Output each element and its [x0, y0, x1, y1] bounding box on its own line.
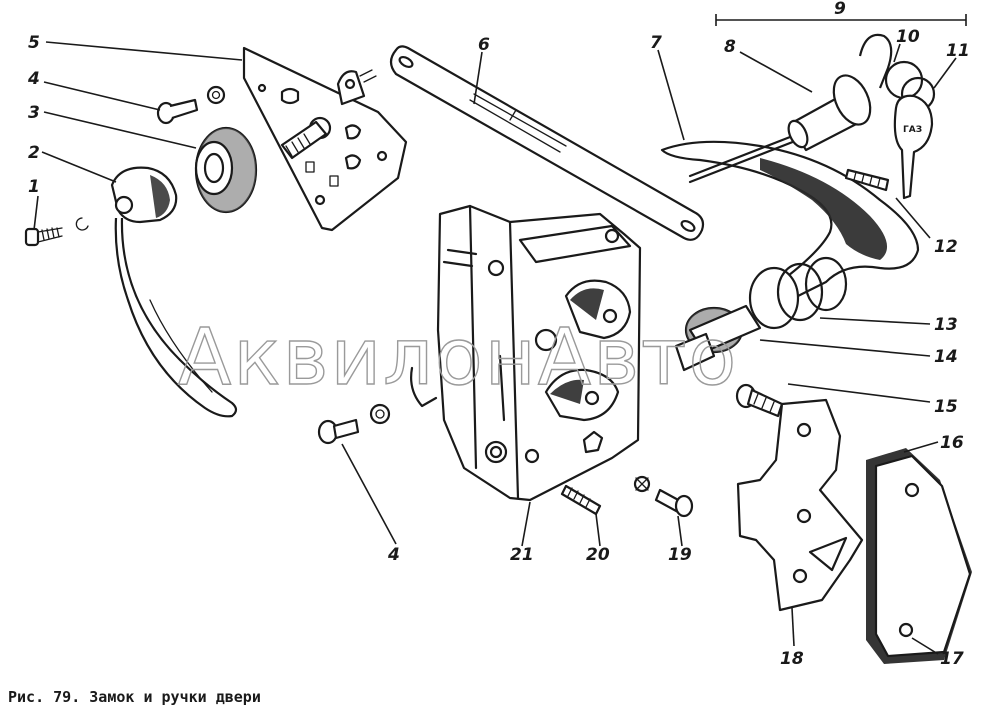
part-1-screw	[24, 217, 89, 247]
callout-14: 14	[934, 347, 958, 367]
callout-19: 19	[668, 545, 692, 565]
callout-7: 7	[650, 33, 662, 53]
callout-1: 1	[28, 177, 40, 197]
part-3-rosette	[194, 126, 258, 214]
key-tag-label: ГАЗ	[903, 125, 922, 135]
callout-16: 16	[940, 433, 964, 453]
parts-8-11-lock-cylinder-keys: ГАЗ	[715, 14, 967, 200]
part-19-screw-washer	[633, 475, 694, 518]
part-5-mounting-plate	[242, 46, 408, 232]
callout-3: 3	[28, 103, 40, 123]
parts-16-17-gasket-plate	[866, 448, 972, 664]
callout-17: 17	[940, 649, 964, 669]
parts-13-14-spring-bushing	[674, 256, 848, 372]
callout-12: 12	[934, 237, 958, 257]
callout-4-upper: 4	[27, 69, 40, 89]
part-20-spring-pin	[560, 484, 602, 516]
callout-9: 9	[834, 0, 846, 19]
part-21-lock-body	[410, 204, 642, 502]
callout-8: 8	[724, 37, 736, 57]
callout-6: 6	[478, 35, 490, 55]
callout-11: 11	[946, 41, 970, 61]
figure-caption: Рис. 79. Замок и ручки двери	[8, 688, 261, 706]
callout-2: 2	[28, 143, 40, 163]
callout-21: 21	[510, 545, 534, 565]
callout-18: 18	[780, 649, 804, 669]
part-4-screw-lower	[317, 403, 391, 445]
part-6-link-rod	[389, 45, 705, 241]
callout-labels: 1 2 3 4 5 6 7 8 9 10 11 12 13 14 15 16 1…	[27, 0, 970, 669]
callout-10: 10	[896, 27, 920, 47]
callout-4-lower: 4	[387, 545, 400, 565]
part-4-screw-upper	[156, 85, 226, 125]
part-2-inner-handle	[110, 166, 238, 418]
callout-5: 5	[28, 33, 40, 53]
watermark-text: АквилонАвто	[178, 313, 738, 403]
callout-20: 20	[586, 545, 610, 565]
leader-lines	[33, 41, 957, 655]
callout-13: 13	[934, 315, 958, 335]
part-15-screw	[735, 383, 784, 418]
part-18-bracket	[736, 398, 864, 612]
callout-15: 15	[934, 397, 958, 417]
